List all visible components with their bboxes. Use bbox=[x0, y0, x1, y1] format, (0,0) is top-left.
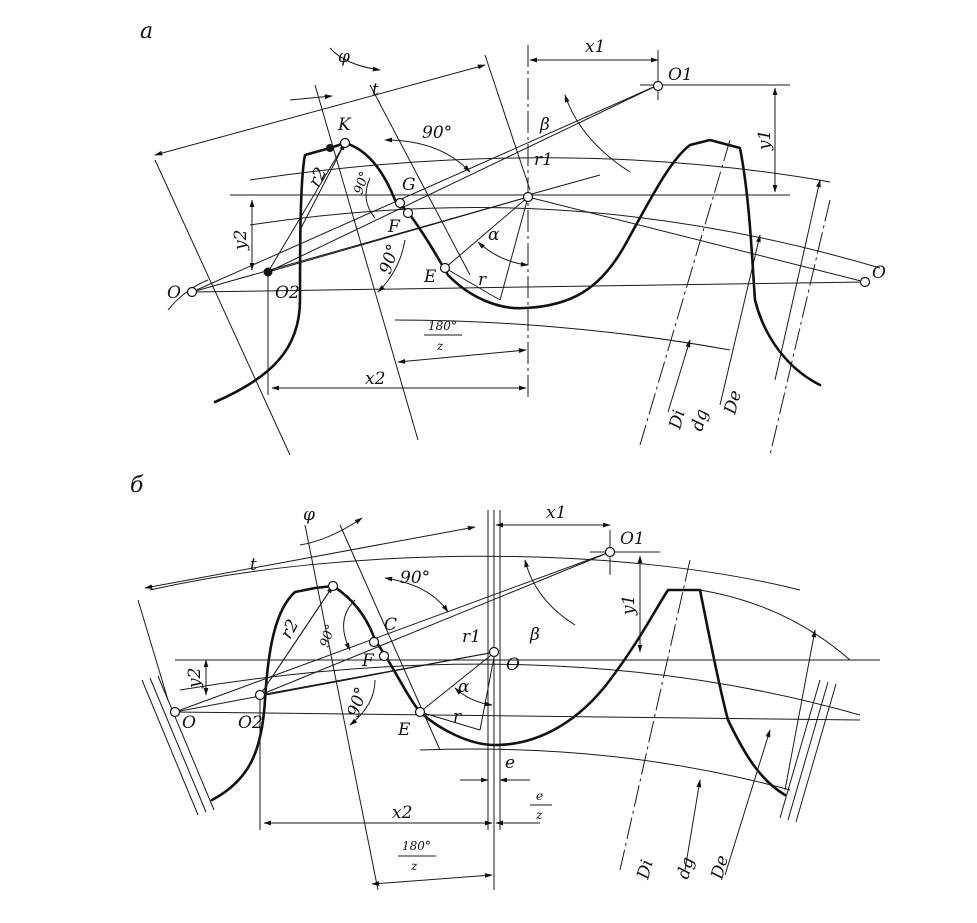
label-y1-b: y1 bbox=[619, 595, 639, 616]
point-E-a bbox=[439, 262, 451, 274]
label-O2-a: O2 bbox=[275, 283, 300, 303]
arc-dg-a bbox=[249, 207, 881, 269]
frac-num-b: 180° bbox=[402, 839, 431, 853]
point-O-a bbox=[186, 286, 198, 298]
label-r-b: r bbox=[453, 707, 462, 727]
label-E-a: E bbox=[423, 267, 437, 287]
label-O-b: O bbox=[182, 713, 196, 733]
label-dg-b: dg bbox=[674, 855, 699, 881]
label-O-a: O bbox=[167, 283, 181, 303]
point-O1-a bbox=[652, 80, 664, 92]
point-C-b bbox=[368, 636, 380, 648]
label-O0-b: O bbox=[506, 655, 520, 675]
tooth-profile-a bbox=[213, 138, 822, 404]
label-phi-a: φ bbox=[338, 47, 350, 67]
label-O2-b: O2 bbox=[238, 713, 263, 733]
label-r2-a: r2 bbox=[305, 164, 332, 190]
frac-e-den-b: z bbox=[535, 808, 543, 822]
label-beta-b: β bbox=[529, 625, 540, 645]
label-90-mid-a: 90° bbox=[352, 170, 373, 197]
label-x1-b: x1 bbox=[546, 503, 566, 523]
label-t-a: t bbox=[372, 80, 379, 100]
label-t-b: t bbox=[250, 555, 257, 575]
point-G-a bbox=[394, 197, 406, 209]
label-De-b: De bbox=[707, 853, 733, 882]
label-x1-a: x1 bbox=[585, 37, 605, 57]
point-E-b bbox=[414, 706, 426, 718]
label-C-b: C bbox=[384, 615, 397, 635]
panel-b: б bbox=[130, 473, 880, 891]
point-O2-b bbox=[254, 689, 266, 701]
tooth-profile-b bbox=[210, 584, 787, 802]
label-E-b: E bbox=[397, 720, 411, 740]
label-90-mid-b: 90° bbox=[318, 623, 339, 650]
panel-label-b: б bbox=[130, 473, 144, 498]
label-y2-b: y2 bbox=[185, 668, 205, 689]
label-r1-a: r1 bbox=[534, 150, 553, 170]
panel-a: а bbox=[140, 19, 886, 456]
arc-right-b bbox=[699, 589, 851, 661]
label-Di-a: Di bbox=[665, 408, 690, 433]
label-r-a: r bbox=[478, 270, 487, 290]
label-G-a: G bbox=[402, 175, 416, 195]
point-O-b bbox=[169, 706, 181, 718]
label-O1-b: O1 bbox=[620, 529, 645, 549]
frac-den-a: z bbox=[436, 339, 444, 353]
label-90-top-a: 90° bbox=[422, 123, 452, 143]
arc-de-a bbox=[249, 157, 831, 183]
panel-label-a: а bbox=[140, 19, 153, 44]
point-center-a bbox=[522, 191, 534, 203]
label-alpha-b: α bbox=[458, 677, 470, 697]
label-y1-a: y1 bbox=[755, 130, 775, 151]
point-F-b bbox=[378, 650, 390, 662]
arc-di-b bbox=[419, 748, 791, 791]
axis-right2-a bbox=[769, 199, 831, 456]
axis-right-a bbox=[639, 139, 731, 446]
point-O1-b bbox=[604, 546, 616, 558]
label-O1-a: O1 bbox=[668, 65, 693, 85]
axis-right-b bbox=[619, 559, 691, 871]
point-K-dot-a bbox=[326, 144, 334, 152]
label-x2-b: x2 bbox=[392, 803, 412, 823]
point-center-b bbox=[488, 646, 500, 658]
label-alpha-a: α bbox=[488, 225, 500, 245]
label-dg-a: dg bbox=[688, 407, 713, 433]
label-beta-a: β bbox=[539, 115, 550, 135]
label-phi-b: φ bbox=[303, 505, 315, 525]
label-De-a: De bbox=[720, 388, 746, 417]
label-O-right-a: O bbox=[872, 263, 886, 283]
point-K-a bbox=[339, 137, 351, 149]
arc-dg-b bbox=[179, 663, 861, 716]
label-F-b: F bbox=[361, 651, 375, 671]
point-top-b bbox=[327, 580, 339, 592]
label-y2-a: y2 bbox=[231, 230, 251, 251]
label-Di-b: Di bbox=[633, 858, 658, 883]
frac-e-num-b: e bbox=[536, 789, 543, 803]
label-e-b: e bbox=[505, 753, 515, 773]
label-K-a: K bbox=[337, 115, 352, 135]
label-r2-b: r2 bbox=[277, 616, 304, 642]
arc-de-b bbox=[149, 555, 801, 591]
label-x2-a: x2 bbox=[365, 369, 385, 389]
label-90-low-a: 90° bbox=[376, 242, 404, 277]
frac-num-a: 180° bbox=[428, 319, 457, 333]
label-F-a: F bbox=[387, 217, 401, 237]
point-O-right-a bbox=[859, 276, 871, 288]
frac-den-b: z bbox=[410, 859, 418, 873]
label-90-top-b: 90° bbox=[400, 568, 430, 588]
point-F-a bbox=[402, 207, 414, 219]
label-r1-b: r1 bbox=[462, 627, 481, 647]
point-O2-a bbox=[263, 267, 273, 277]
